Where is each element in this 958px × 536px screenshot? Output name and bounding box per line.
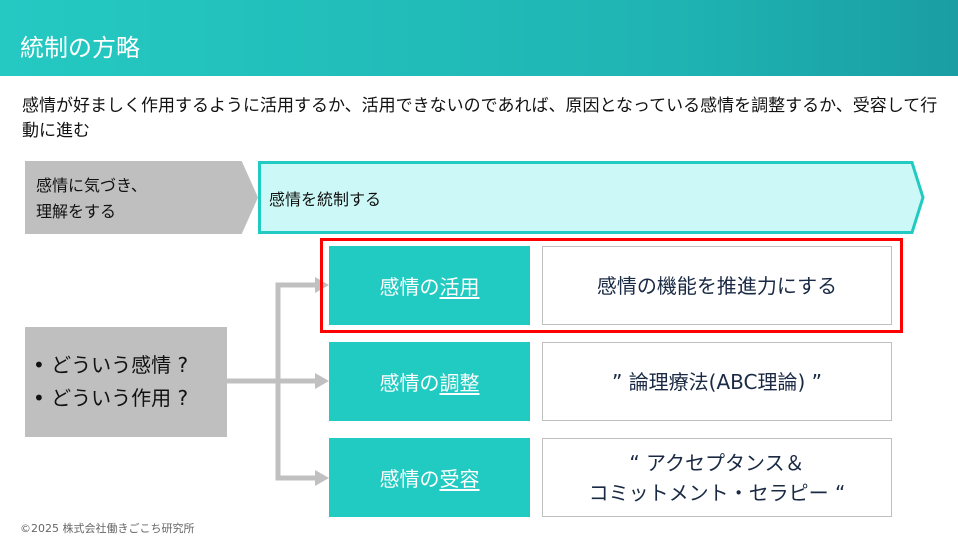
strategy-adjust-desc: ” 論理療法(ABC理論) ” — [542, 342, 892, 421]
strategy-key: 調整 — [439, 371, 480, 395]
desc-line: コミットメント・セラピー “ — [588, 480, 846, 505]
question-item: • どういう感情 ? — [33, 353, 189, 377]
copyright: ©2025 株式会社働きごこち研究所 — [20, 522, 195, 535]
question-item: • どういう作用 ? — [33, 386, 189, 410]
strategy-accept-desc: “ アクセプタンス＆ コミットメント・セラピー “ — [542, 438, 892, 517]
step-awareness-line1: 感情に気づき、 — [36, 176, 147, 195]
step-control-label: 感情を統制する — [269, 190, 382, 209]
strategy-utilize: 感情の活用 — [329, 246, 530, 325]
strategy-key: 活用 — [439, 275, 480, 299]
strategy-adjust: 感情の調整 — [329, 342, 530, 421]
page-title: 統制の方略 — [20, 34, 140, 62]
strategy-key: 受容 — [439, 467, 480, 491]
step-awareness-line2: 理解をする — [36, 202, 117, 221]
intro-text: 感情が好ましく作用するように活用するか、活用できないのであれば、原因となっている… — [22, 96, 938, 141]
strategy-accept: 感情の受容 — [329, 438, 530, 517]
strategy-prefix: 感情の — [379, 275, 440, 299]
step-awareness-label: 感情に気づき、理解をする — [36, 173, 147, 225]
questions-box: • どういう感情 ? • どういう作用 ? — [25, 327, 227, 437]
step-control — [258, 161, 925, 234]
strategy-prefix: 感情の — [379, 467, 440, 491]
highlight-frame — [320, 238, 903, 333]
header-bar — [0, 0, 958, 76]
strategy-prefix: 感情の — [379, 371, 440, 395]
strategy-utilize-desc: 感情の機能を推進力にする — [542, 246, 892, 325]
desc-line: “ アクセプタンス＆ — [629, 450, 805, 475]
step-awareness — [25, 161, 258, 234]
